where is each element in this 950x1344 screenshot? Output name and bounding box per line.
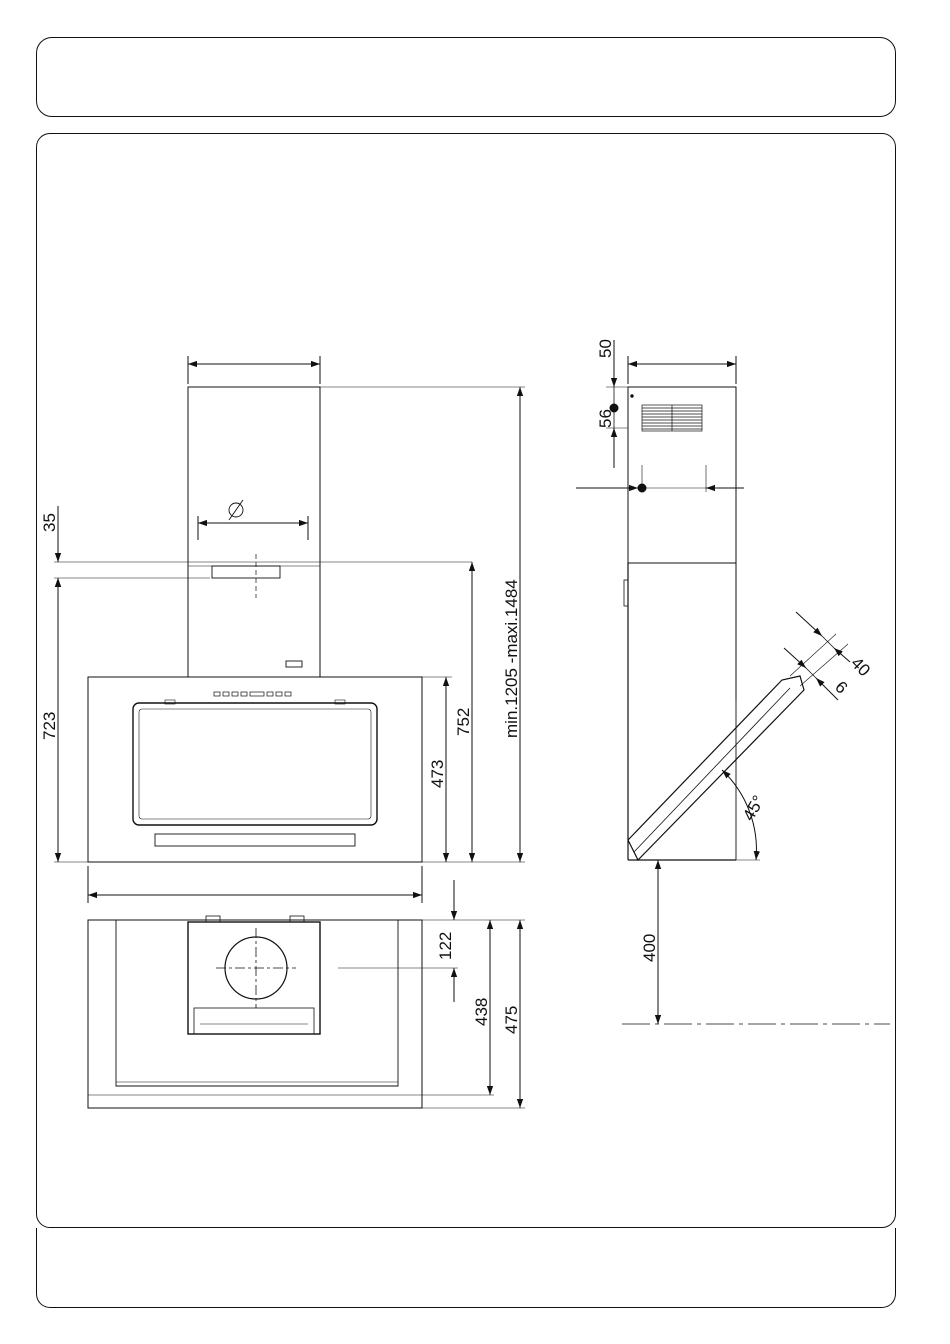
dim-glass-thickness: 6 [831, 677, 851, 697]
dim-outlet-depth: 438 [472, 998, 491, 1026]
plan-view [88, 880, 525, 1108]
dim-bracket-spacing: 56 [596, 409, 615, 428]
vent-grille [642, 405, 702, 431]
diameter-symbol-icon [229, 500, 243, 520]
dim-outlet-offset: 122 [436, 932, 455, 960]
front-view [54, 356, 525, 903]
dim-canopy-height: 473 [428, 760, 447, 788]
dim-total-height: min.1205 -maxi.1484 [502, 579, 521, 738]
dim-total-depth: 475 [502, 1006, 521, 1034]
dim-top-gap: 35 [40, 513, 59, 532]
dim-height-duct: 723 [40, 712, 59, 740]
control-buttons [214, 692, 291, 696]
dim-min-clearance: 400 [640, 934, 659, 962]
dim-glass-depth: 40 [847, 653, 874, 680]
dim-bracket-top: 50 [596, 339, 615, 358]
tilted-canopy [628, 676, 804, 860]
dim-outlet-height: 752 [454, 708, 473, 736]
